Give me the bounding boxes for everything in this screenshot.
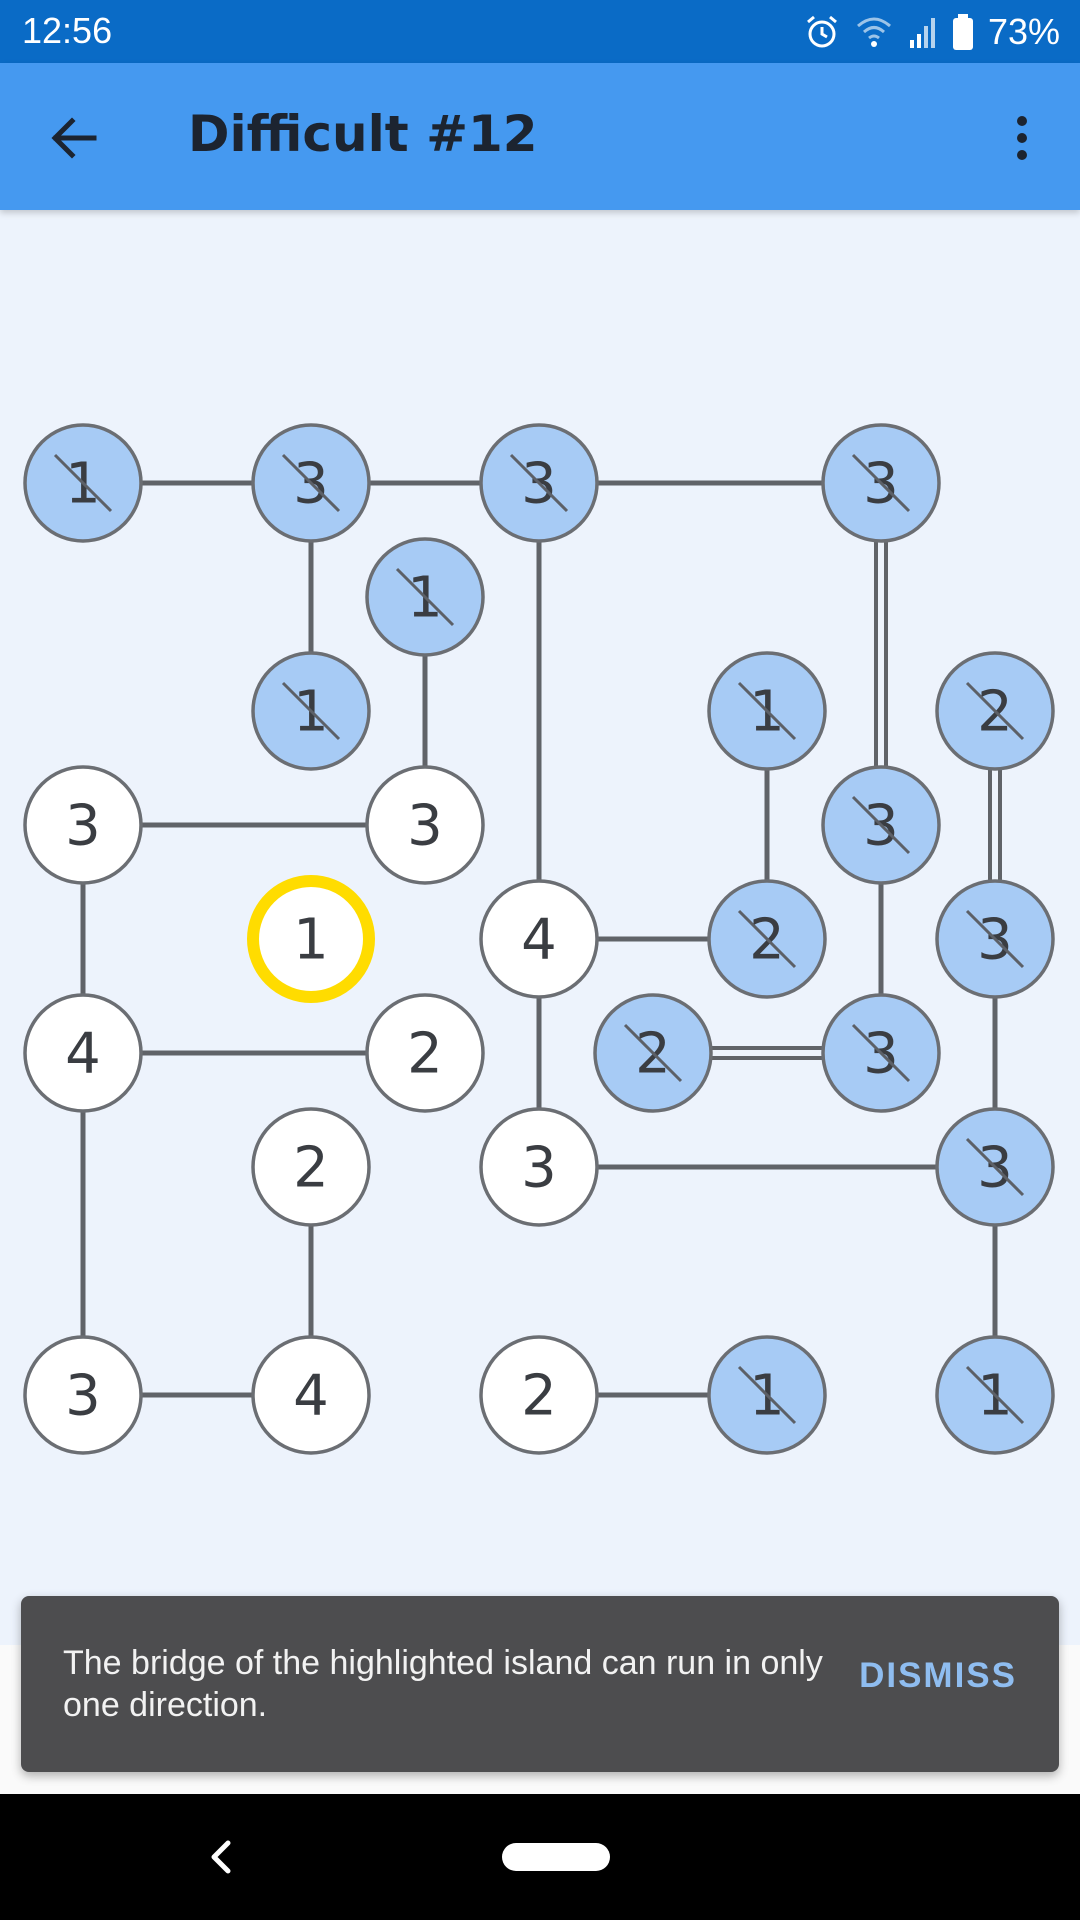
battery-percent: 73% xyxy=(987,11,1060,52)
island-highlighted[interactable]: 1 xyxy=(247,875,375,1003)
island-circle xyxy=(479,1107,599,1227)
island[interactable]: 3 xyxy=(821,423,941,543)
island[interactable]: 2 xyxy=(935,651,1055,771)
islands: 133311123331423422323334211 xyxy=(23,423,1055,1455)
island-value: 3 xyxy=(65,1364,101,1429)
island-value: 3 xyxy=(65,794,101,859)
page-title: Difficult #12 xyxy=(188,105,538,163)
dismiss-button[interactable]: DISMISS xyxy=(859,1656,1017,1695)
island-strike xyxy=(737,681,797,741)
island-value: 3 xyxy=(521,1136,557,1201)
island-strike xyxy=(53,453,113,513)
island-strike xyxy=(395,567,455,627)
island[interactable]: 3 xyxy=(479,423,599,543)
island[interactable]: 4 xyxy=(479,879,599,999)
island-strike xyxy=(623,1023,683,1083)
island-strike xyxy=(737,909,797,969)
island-strike xyxy=(737,1365,797,1425)
island[interactable]: 1 xyxy=(935,1335,1055,1455)
wifi-icon xyxy=(856,17,891,47)
island-value: 4 xyxy=(521,908,557,973)
island[interactable]: 3 xyxy=(935,1107,1055,1227)
alarm-icon xyxy=(806,15,837,48)
island[interactable]: 4 xyxy=(23,993,143,1113)
island[interactable]: 2 xyxy=(479,1335,599,1455)
island-strike xyxy=(965,1137,1025,1197)
island-circle xyxy=(251,1107,371,1227)
island-strike xyxy=(509,453,569,513)
island[interactable]: 3 xyxy=(821,993,941,1113)
island-strike xyxy=(281,453,341,513)
status-bar: 12:56 73% xyxy=(0,0,1080,63)
island[interactable]: 3 xyxy=(23,765,143,885)
island[interactable]: 3 xyxy=(23,1335,143,1455)
island[interactable]: 2 xyxy=(707,879,827,999)
status-icons: 73% xyxy=(804,8,1060,56)
island-circle xyxy=(23,993,143,1113)
snackbar: The bridge of the highlighted island can… xyxy=(21,1596,1059,1772)
island-circle xyxy=(23,1335,143,1455)
island-circle xyxy=(479,1335,599,1455)
island-value: 1 xyxy=(293,908,329,973)
island[interactable]: 2 xyxy=(365,993,485,1113)
island[interactable]: 3 xyxy=(479,1107,599,1227)
island-circle xyxy=(23,765,143,885)
app-bar: Difficult #12 xyxy=(0,63,1080,210)
island[interactable]: 3 xyxy=(821,765,941,885)
island-strike xyxy=(851,1023,911,1083)
island[interactable]: 3 xyxy=(251,423,371,543)
island-value: 2 xyxy=(407,1022,443,1087)
island[interactable]: 3 xyxy=(935,879,1055,999)
island-circle xyxy=(365,993,485,1113)
island-value: 4 xyxy=(65,1022,101,1087)
island[interactable]: 1 xyxy=(365,537,485,657)
island-strike xyxy=(965,909,1025,969)
island-value: 2 xyxy=(293,1136,329,1201)
island-strike xyxy=(965,681,1025,741)
snackbar-message: The bridge of the highlighted island can… xyxy=(63,1644,823,1724)
battery-icon xyxy=(952,14,973,50)
island[interactable]: 1 xyxy=(707,1335,827,1455)
island[interactable]: 1 xyxy=(23,423,143,543)
signal-icon xyxy=(909,18,935,48)
island[interactable]: 2 xyxy=(593,993,713,1113)
island-value: 2 xyxy=(521,1364,557,1429)
island-strike xyxy=(965,1365,1025,1425)
island[interactable]: 1 xyxy=(707,651,827,771)
island-circle xyxy=(251,1335,371,1455)
nav-back-icon[interactable] xyxy=(200,1827,240,1887)
status-time: 12:56 xyxy=(22,10,113,51)
island[interactable]: 4 xyxy=(251,1335,371,1455)
arrow-left-icon[interactable] xyxy=(44,108,104,168)
nav-home-pill[interactable] xyxy=(502,1843,610,1871)
island-circle xyxy=(479,879,599,999)
island[interactable]: 1 xyxy=(251,651,371,771)
island-strike xyxy=(851,795,911,855)
island[interactable]: 2 xyxy=(251,1107,371,1227)
island-value: 3 xyxy=(407,794,443,859)
island-highlight-ring xyxy=(247,875,375,1003)
island[interactable]: 3 xyxy=(365,765,485,885)
island-value: 4 xyxy=(293,1364,329,1429)
more-vert-icon[interactable] xyxy=(1004,108,1040,168)
island-circle xyxy=(365,765,485,885)
island-strike xyxy=(281,681,341,741)
island-strike xyxy=(851,453,911,513)
